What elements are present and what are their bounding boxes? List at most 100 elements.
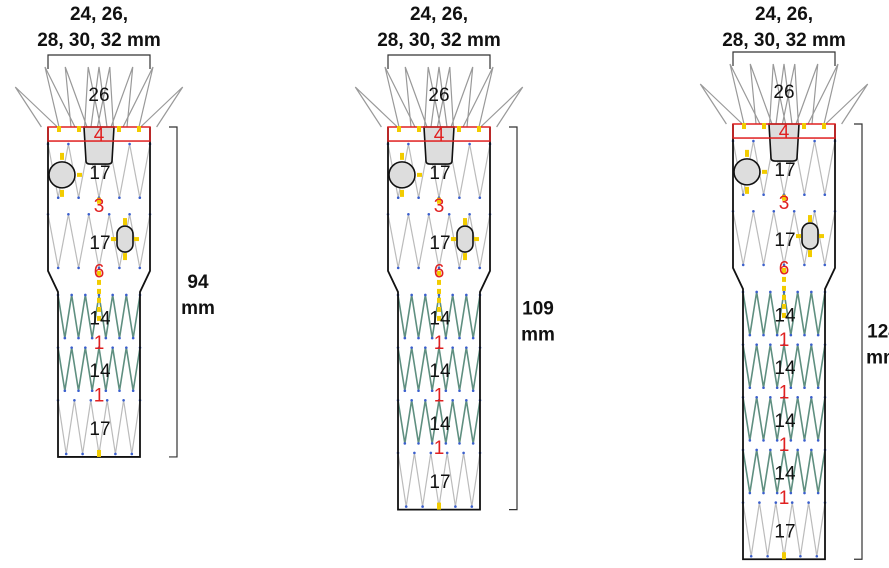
wire-node [104, 389, 108, 393]
radiopaque-marker [782, 276, 786, 282]
gap-length-label: 6 [94, 261, 105, 282]
wire-node [803, 439, 806, 442]
radiopaque-marker [819, 234, 824, 239]
gap-length-label: 1 [434, 386, 445, 407]
gap-length-label: 1 [779, 435, 790, 456]
radiopaque-marker [477, 126, 481, 132]
segment-length-label: 14 [89, 309, 111, 330]
wire-node [424, 293, 427, 297]
radiopaque-marker [417, 172, 422, 177]
segment-length-label: 17 [89, 233, 110, 254]
radiopaque-marker [137, 126, 141, 132]
wire-node [796, 290, 799, 294]
segment-length-label: 14 [774, 411, 796, 432]
wire-node [810, 395, 813, 399]
wire-node [762, 386, 765, 390]
wire-node [815, 554, 819, 558]
crown-length-label: 26 [428, 85, 449, 106]
wire-node [816, 333, 820, 337]
wire-node [810, 343, 813, 346]
crown-wire [424, 66, 442, 128]
wire-node [816, 439, 820, 442]
radiopaque-marker [123, 218, 127, 226]
wire-node [73, 398, 76, 402]
wire-node [90, 389, 94, 393]
wire-node [81, 452, 84, 456]
radiopaque-marker [808, 250, 812, 258]
gap-length-label: 1 [779, 383, 790, 404]
length-label: 124 [867, 322, 889, 343]
wire-node [823, 263, 827, 267]
crown-wire [807, 63, 839, 125]
wire-node [77, 336, 80, 340]
crown-wire [462, 66, 494, 128]
wire-node [130, 452, 134, 456]
wire-node [70, 346, 73, 349]
fenestration-oval [116, 225, 134, 253]
radiopaque-marker [437, 297, 441, 303]
wire-node [772, 209, 776, 213]
crown-wire [110, 66, 134, 128]
wire-node [403, 389, 407, 393]
wire-node [131, 389, 135, 393]
diameter-label: 28, 30, 32 mm [37, 30, 161, 51]
wire-node [417, 442, 420, 445]
wire-node [782, 263, 786, 267]
wire-node [407, 142, 410, 146]
wire-node [775, 491, 779, 495]
wire-node [755, 448, 758, 452]
radiopaque-marker [97, 297, 101, 303]
wire-node [427, 212, 431, 216]
radiopaque-marker [782, 312, 786, 318]
wire-node [97, 266, 101, 270]
wire-node [752, 209, 755, 213]
wire-node [105, 398, 109, 402]
segment-length-label: 14 [89, 361, 111, 382]
wire-node [138, 266, 142, 270]
wire-node [437, 398, 441, 402]
wire-node [67, 142, 70, 146]
radiopaque-marker [782, 194, 786, 201]
wire-node [775, 333, 779, 337]
wire-node [789, 333, 793, 337]
radiopaque-marker [60, 189, 64, 197]
wire-node [430, 389, 434, 393]
wire-node [789, 386, 793, 390]
radiopaque-marker [437, 197, 441, 204]
wire-node [762, 333, 765, 337]
wire-node [437, 293, 441, 297]
wire-node [790, 501, 794, 504]
crown-wire [436, 66, 454, 128]
wire-node [56, 266, 60, 270]
wire-node [77, 389, 80, 393]
radiopaque-marker [745, 149, 749, 157]
crown-wire [354, 86, 398, 128]
gap-length-label: 6 [434, 261, 445, 282]
crown-wire [404, 66, 428, 128]
diameter-label: 24, 26, [755, 4, 813, 25]
wire-node [741, 193, 745, 197]
radiopaque-marker [762, 169, 767, 174]
wire-node [789, 439, 793, 442]
wire-node [803, 193, 806, 197]
crown-wire [699, 83, 743, 125]
wire-node [796, 343, 799, 346]
diameter-label: 24, 26, [70, 4, 128, 25]
wire-node [792, 209, 796, 213]
gap-length-label: 3 [94, 196, 105, 217]
wire-node [748, 386, 752, 390]
scallop [83, 126, 115, 165]
segment-length-label: 14 [774, 358, 796, 379]
wire-node [807, 501, 810, 504]
radiopaque-marker [782, 303, 786, 309]
wire-node [782, 290, 786, 294]
diameter-label: 28, 30, 32 mm [377, 30, 501, 51]
wire-node [762, 263, 765, 267]
wire-node [63, 389, 67, 393]
wire-node [796, 395, 799, 399]
wire-node [417, 266, 420, 270]
wire-node [755, 290, 758, 294]
wire-node [396, 196, 400, 200]
